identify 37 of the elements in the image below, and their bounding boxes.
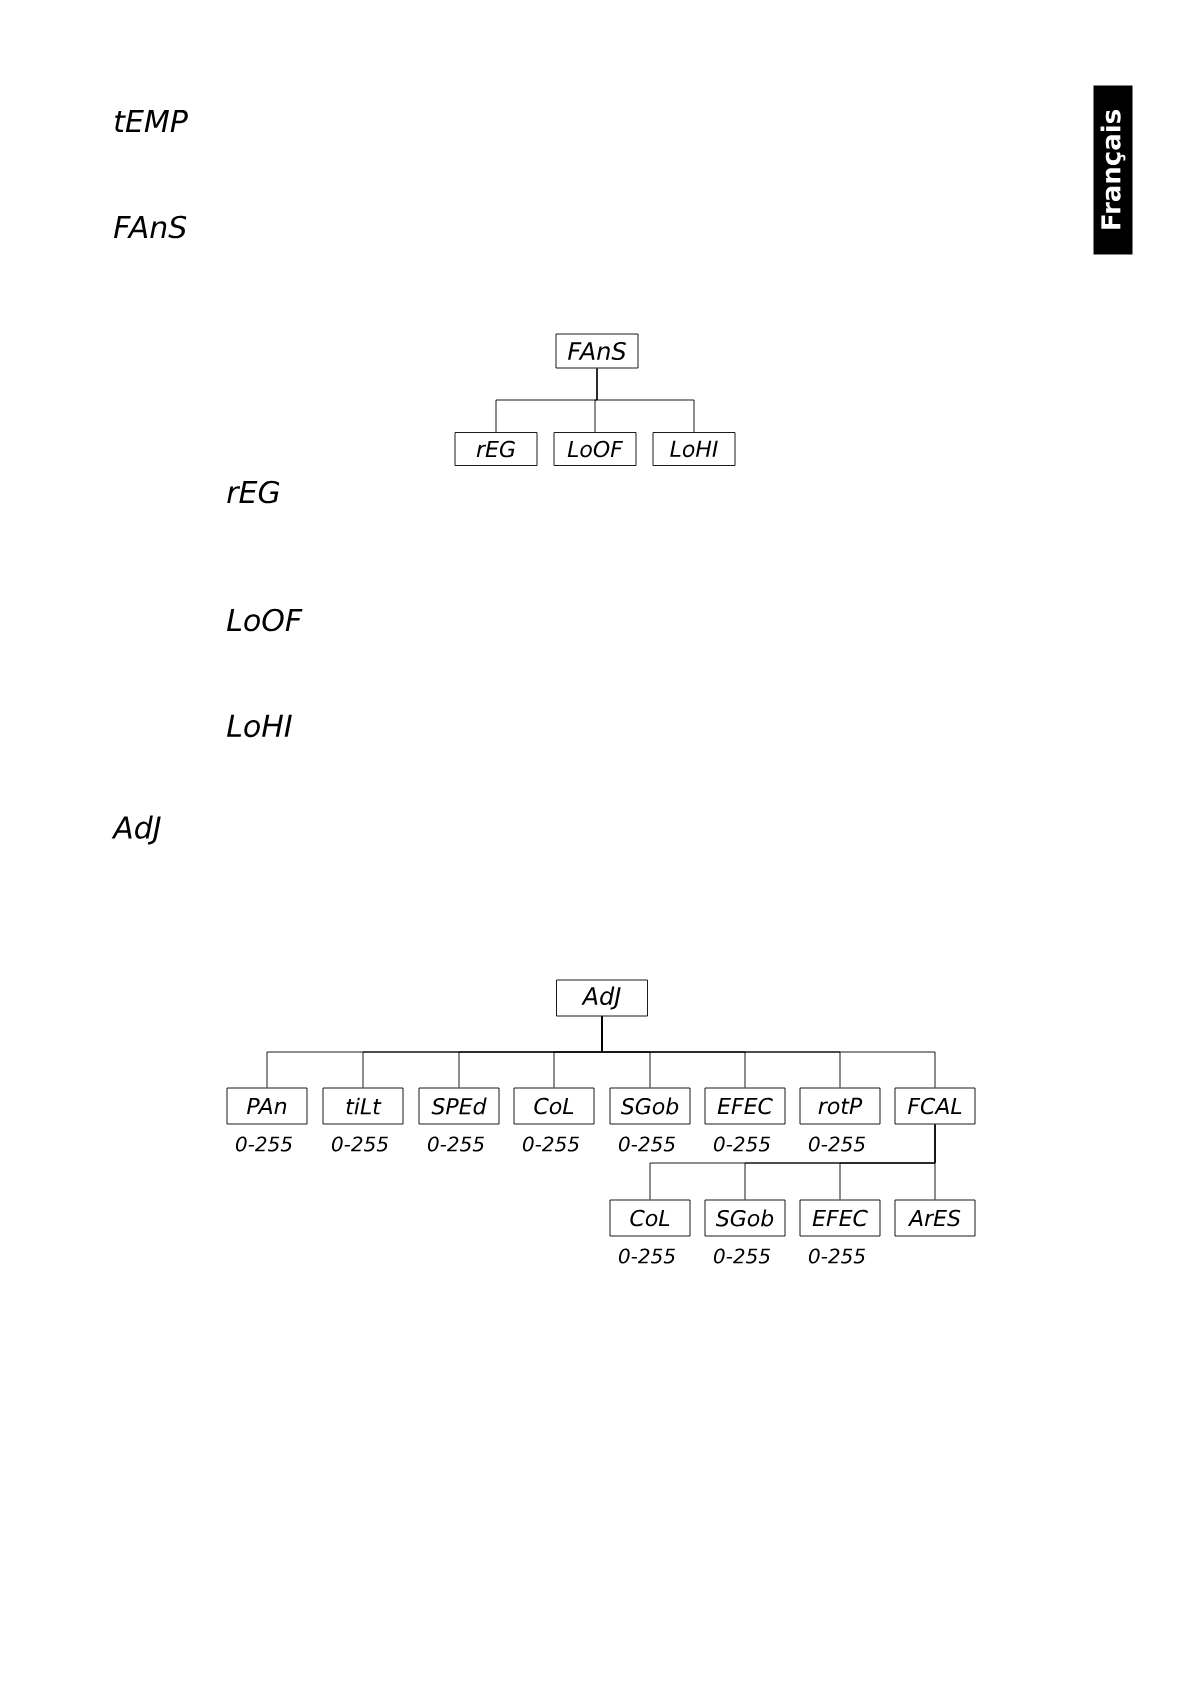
- value-label: 0-255: [713, 1248, 770, 1264]
- value-label: 0-255: [427, 1136, 484, 1152]
- menu-box: rEG: [454, 432, 538, 466]
- menu-box: SGob: [609, 1087, 691, 1125]
- menu-box: CoL: [513, 1087, 595, 1125]
- menu-code: AdJ: [111, 815, 161, 845]
- menu-box: SPEd: [418, 1087, 500, 1125]
- value-label: 0-255: [808, 1136, 865, 1152]
- menu-code: LoHI: [227, 714, 292, 738]
- menu-box: LoOF: [553, 432, 637, 466]
- menu-box: ArES: [894, 1199, 976, 1237]
- menu-box: CoL: [609, 1199, 691, 1237]
- connector-line: [934, 1124, 936, 1200]
- menu-code: tEMP: [115, 110, 188, 132]
- menu-box: FCAL: [894, 1087, 976, 1125]
- menu-box: EFEC: [799, 1199, 881, 1237]
- connector-line: [601, 1016, 936, 1088]
- value-label: 0-255: [618, 1136, 675, 1152]
- language-tab: Français: [1093, 85, 1133, 255]
- menu-box: FAnS: [555, 333, 639, 369]
- connector-line: [596, 368, 695, 433]
- value-label: 0-255: [808, 1248, 865, 1264]
- value-label: 0-255: [522, 1136, 579, 1152]
- menu-box: AdJ: [556, 979, 648, 1017]
- menu-code: LoOF: [227, 608, 303, 632]
- menu-box: LoHI: [652, 432, 736, 466]
- menu-box: PAn: [226, 1087, 308, 1125]
- menu-code: rEG: [227, 480, 280, 504]
- value-label: 0-255: [713, 1136, 770, 1152]
- value-label: 0-255: [618, 1248, 675, 1264]
- menu-box: SGob: [704, 1199, 786, 1237]
- menu-code: FAnS: [114, 215, 187, 239]
- menu-box: rotP: [799, 1087, 881, 1125]
- value-label: 0-255: [235, 1136, 292, 1152]
- menu-box: EFEC: [704, 1087, 786, 1125]
- menu-box: tiLt: [322, 1087, 404, 1125]
- value-label: 0-255: [331, 1136, 388, 1152]
